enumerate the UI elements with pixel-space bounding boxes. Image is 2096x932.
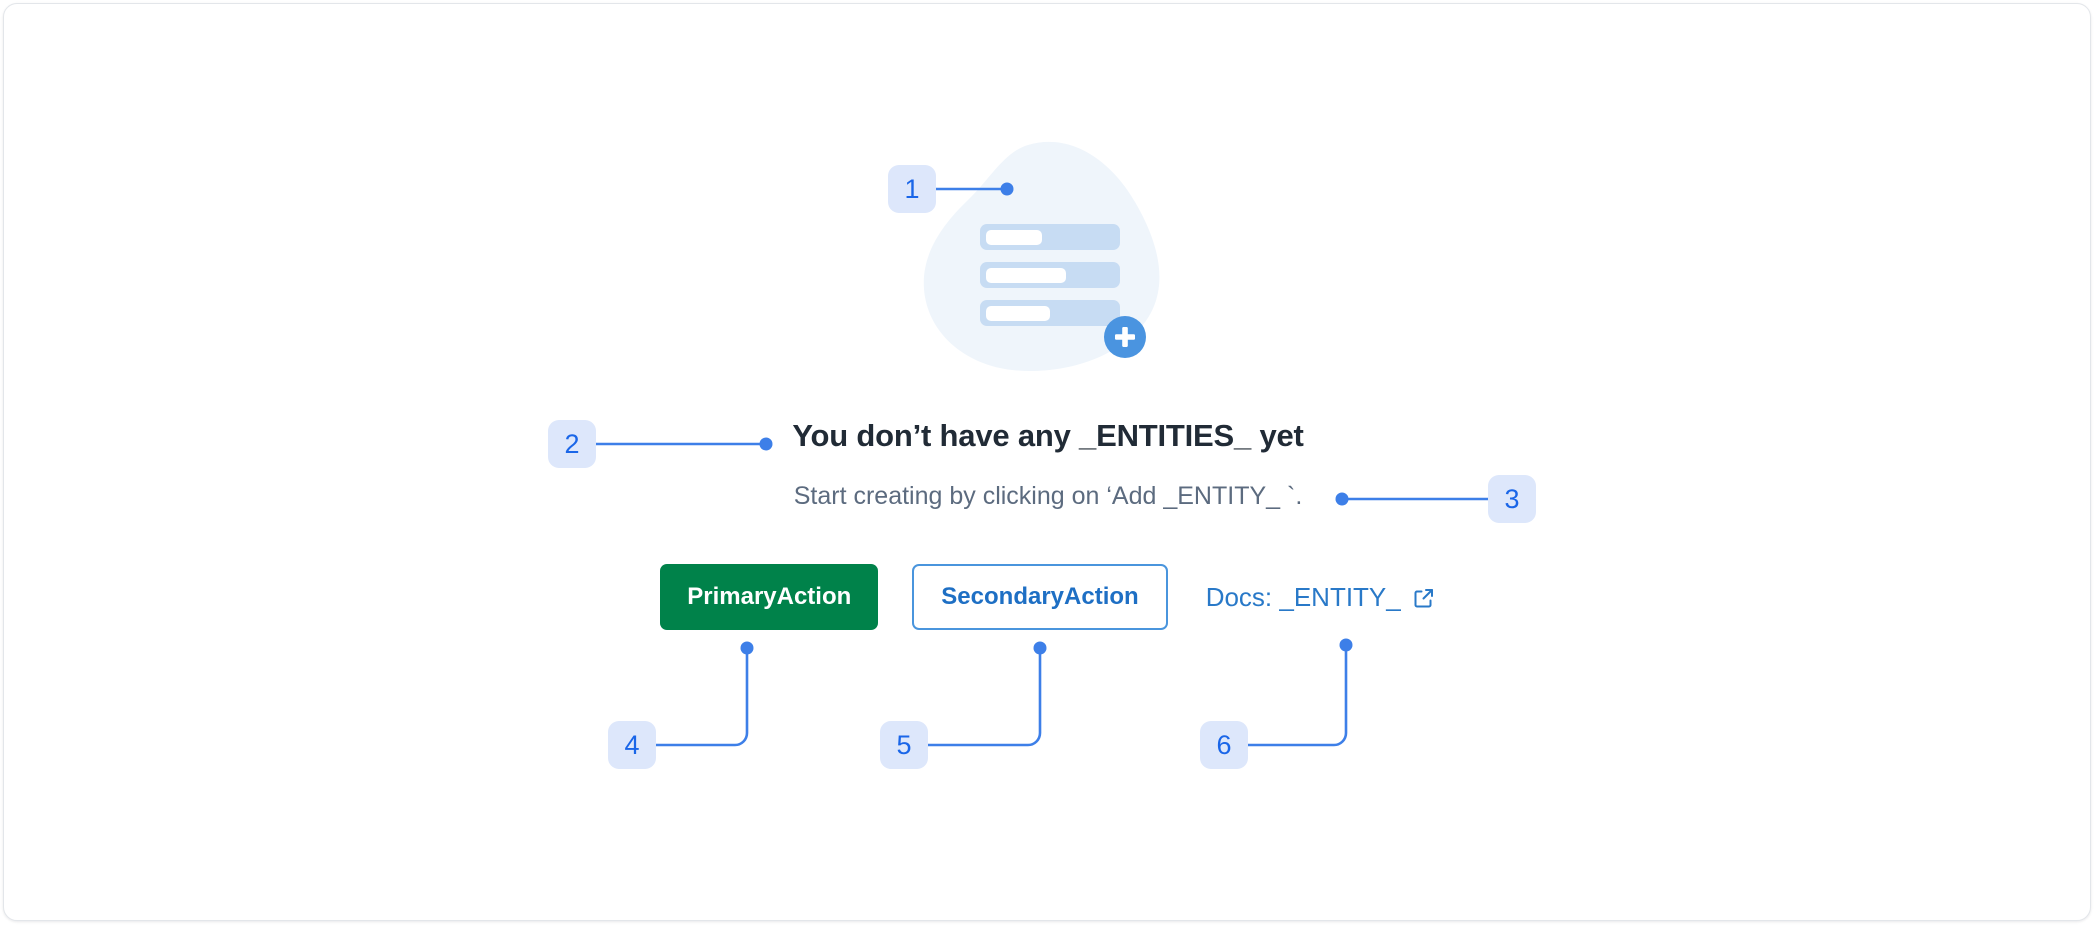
callout-badge-1[interactable]: 1 xyxy=(888,165,936,213)
secondary-action-button[interactable]: SecondaryAction xyxy=(912,564,1168,630)
page-title: You don’t have any _ENTITIES_ yet xyxy=(792,418,1304,453)
illustration-bar-1-inner xyxy=(986,230,1042,245)
callout-badge-2[interactable]: 2 xyxy=(548,420,596,468)
callout-badge-6[interactable]: 6 xyxy=(1200,721,1248,769)
callout-badge-3[interactable]: 3 xyxy=(1488,475,1536,523)
primary-action-button[interactable]: PrimaryAction xyxy=(660,564,879,630)
external-link-icon xyxy=(1412,586,1436,610)
docs-link[interactable]: Docs: _ENTITY_ xyxy=(1202,582,1436,613)
actions-row: PrimaryAction SecondaryAction Docs: _ENT… xyxy=(0,564,2096,630)
illustration-bar-2-inner xyxy=(986,268,1066,283)
callout-badge-5[interactable]: 5 xyxy=(880,721,928,769)
callout-badge-4[interactable]: 4 xyxy=(608,721,656,769)
empty-state-illustration xyxy=(920,132,1180,382)
illustration-bar-3-inner xyxy=(986,306,1050,321)
page-subtitle: Start creating by clicking on ‘Add _ENTI… xyxy=(793,482,1303,510)
plus-icon-vertical xyxy=(1122,327,1128,347)
docs-link-label: Docs: _ENTITY_ xyxy=(1205,581,1401,612)
